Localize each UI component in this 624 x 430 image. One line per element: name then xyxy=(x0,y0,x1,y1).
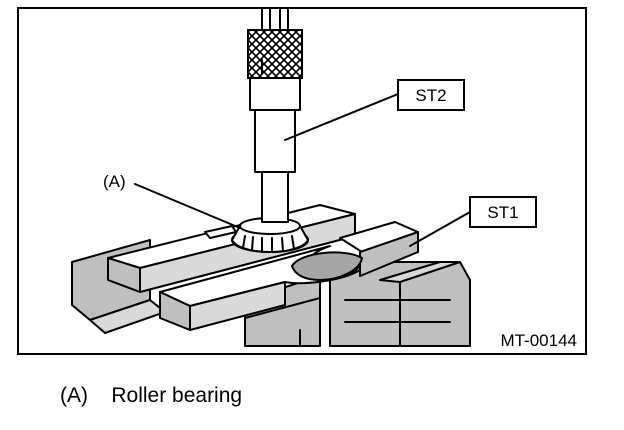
leader-a xyxy=(134,183,241,229)
leader-st2 xyxy=(284,93,399,141)
callout-st1: ST1 xyxy=(487,203,518,222)
callout-st2: ST2 xyxy=(415,86,446,105)
callout-box-st2 xyxy=(397,79,465,111)
roller-bearing xyxy=(204,217,309,253)
caption-text: Roller bearing xyxy=(111,384,243,407)
figure-caption: (A) Roller bearing xyxy=(60,384,242,408)
st2-tool xyxy=(247,7,303,223)
leader-st1 xyxy=(409,211,471,247)
figure-id: MT-00144 xyxy=(500,331,577,350)
caption-key: (A) xyxy=(60,384,88,407)
callout-a: (A) xyxy=(103,172,126,191)
callout-box-st1 xyxy=(469,196,537,228)
